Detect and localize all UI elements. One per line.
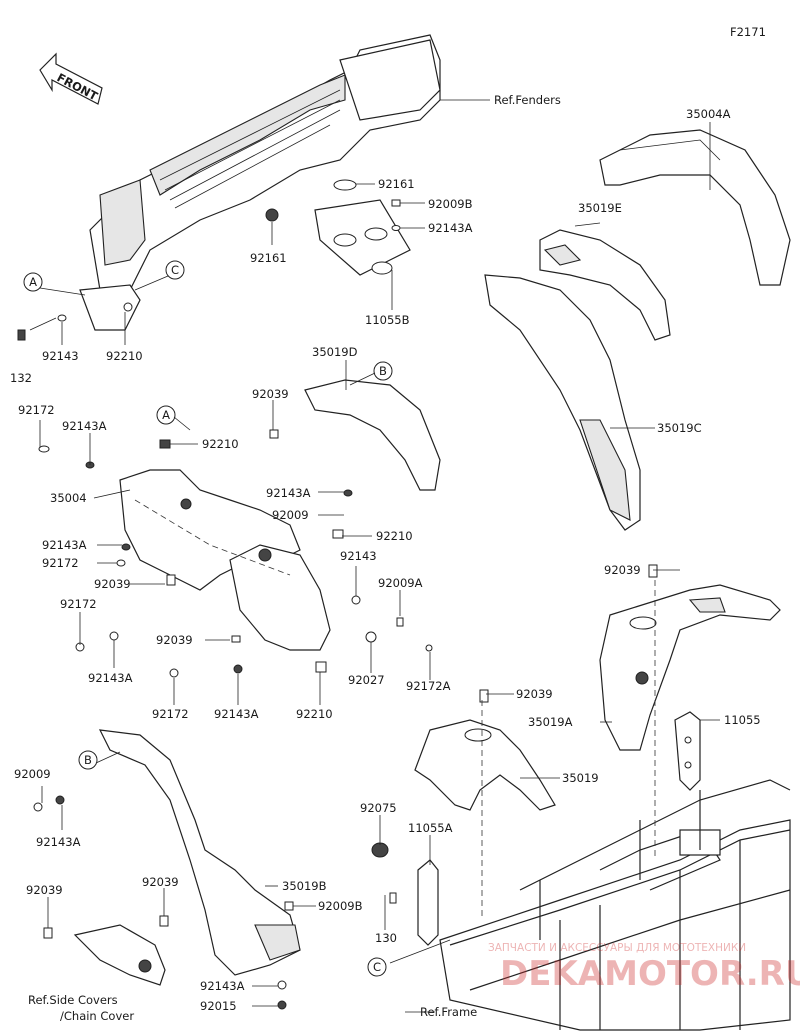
upper-left-bracket	[17, 284, 141, 341]
part-label: 11055B	[365, 313, 410, 327]
part-label: 92143A	[88, 671, 133, 685]
callout-markers: A C A B B C	[23, 260, 393, 977]
svg-text:C: C	[373, 960, 381, 974]
part-label: 35019A	[528, 715, 573, 729]
washer-92143a	[391, 225, 401, 231]
part-label: 132	[10, 371, 32, 385]
part-label: 92015	[200, 999, 237, 1013]
fender-35019a	[599, 584, 781, 751]
watermark-line2: DEKAMOTOR.RU	[500, 954, 800, 994]
part-label: 92039	[142, 875, 179, 889]
part-label: 92009	[14, 767, 51, 781]
fender-35004	[119, 469, 331, 651]
bolt-92009b	[391, 199, 401, 207]
part-label: 92172A	[406, 679, 451, 693]
fender-35019d	[304, 379, 441, 491]
part-label: 92075	[360, 801, 397, 815]
ref-frame-label: Ref.Frame	[420, 1005, 477, 1019]
part-label: 11055A	[408, 821, 453, 835]
fender-35019e	[539, 229, 671, 341]
part-label: 92009A	[378, 576, 423, 590]
bracket-11055a	[371, 842, 439, 946]
front-arrow-icon: FRONT	[39, 52, 103, 105]
bracket-11055	[674, 711, 701, 791]
part-label: 92027	[348, 673, 385, 687]
svg-text:B: B	[84, 753, 92, 767]
part-label: 35019	[562, 771, 599, 785]
part-label: 92143A	[62, 419, 107, 433]
part-labels: Ref.Fenders 92161 92161 92009B 92143A 11…	[10, 93, 761, 1023]
part-label: 92210	[296, 707, 333, 721]
part-label: 92210	[376, 529, 413, 543]
part-label: 92172	[42, 556, 79, 570]
part-label: 92143A	[200, 979, 245, 993]
part-label: 92143	[340, 549, 377, 563]
part-label: 92039	[252, 387, 289, 401]
part-label: 92143A	[214, 707, 259, 721]
part-label: 92009	[272, 508, 309, 522]
side-cover-piece	[73, 924, 166, 986]
bracket-11055b	[314, 199, 411, 276]
part-label: 92143	[42, 349, 79, 363]
part-label: 92161	[378, 177, 415, 191]
ref-fenders-label: Ref.Fenders	[494, 93, 561, 107]
callout-a-top	[23, 272, 43, 292]
part-label: 130	[375, 931, 397, 945]
part-label: 92039	[26, 883, 63, 897]
part-label: 35019D	[312, 345, 358, 359]
ref-side-covers-label: Ref.Side Covers/Chain Cover	[28, 993, 134, 1023]
part-label: 92210	[106, 349, 143, 363]
part-label: 35004	[50, 491, 87, 505]
callout-b-low	[78, 750, 98, 770]
part-label: 92143A	[266, 486, 311, 500]
callout-b-mid	[373, 361, 393, 381]
part-label: 92039	[156, 633, 193, 647]
leader-lines	[29, 99, 720, 1013]
part-label: 35019B	[282, 879, 327, 893]
grommet-92161-top	[333, 179, 357, 191]
callout-c-low	[367, 957, 387, 977]
watermark-line1: ЗАПЧАСТИ И АКСЕССУАРЫ ДЛЯ МОТОТЕХНИКИ	[488, 942, 746, 954]
part-label: 92172	[60, 597, 97, 611]
part-label: 92210	[202, 437, 239, 451]
svg-text:A: A	[29, 275, 37, 289]
callout-a-mid	[156, 405, 176, 425]
part-label: 92039	[604, 563, 641, 577]
part-label: 92039	[94, 577, 131, 591]
watermark: ЗАПЧАСТИ И АКСЕССУАРЫ ДЛЯ МОТОТЕХНИКИ DE…	[488, 942, 800, 994]
figure-code: F2171	[730, 25, 766, 39]
part-label: 92172	[152, 707, 189, 721]
fender-35019	[414, 719, 556, 811]
grommet-92161-left	[265, 208, 279, 222]
part-label: 92039	[516, 687, 553, 701]
part-label: 92161	[250, 251, 287, 265]
hardware-set	[33, 429, 658, 1010]
svg-text:A: A	[162, 408, 170, 422]
part-label: 92143A	[42, 538, 87, 552]
part-label: 35019E	[578, 201, 622, 215]
part-label: 35004A	[686, 107, 731, 121]
svg-text:B: B	[379, 364, 387, 378]
part-label: 92009B	[318, 899, 363, 913]
front-grille-part	[89, 34, 441, 291]
part-label: 92172	[18, 403, 55, 417]
part-label: 92143A	[36, 835, 81, 849]
svg-text:C: C	[171, 263, 179, 277]
part-label: 92009B	[428, 197, 473, 211]
frame-structure	[439, 779, 791, 1031]
callout-c-top	[165, 260, 185, 280]
fender-35004a	[599, 129, 791, 286]
fender-35019c	[484, 274, 641, 531]
fender-35019b	[98, 729, 301, 976]
part-label: 35019C	[657, 421, 702, 435]
part-label: 92143A	[428, 221, 473, 235]
part-label: 11055	[724, 713, 761, 727]
